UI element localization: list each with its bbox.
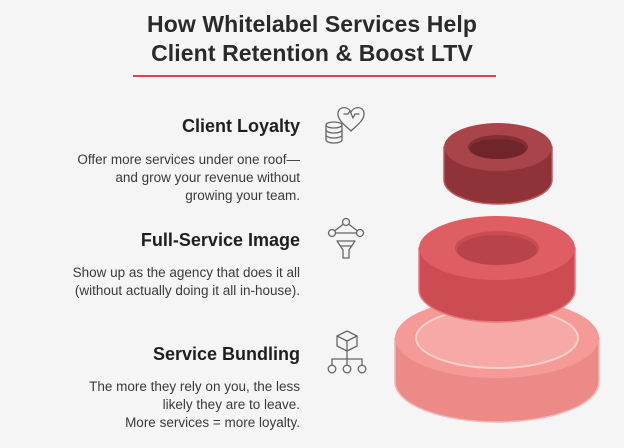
heading-service-bundling: Service Bundling [152, 344, 300, 364]
ring-middle [418, 216, 576, 323]
description-line: Show up as the agency that does it all [72, 265, 300, 280]
title-line-2: Client Retention & Boost LTV [151, 40, 473, 66]
description-line: likely they are to leave. [162, 397, 300, 412]
ring-bottom [394, 298, 600, 423]
network-funnel-icon [327, 217, 365, 259]
description-line: Offer more services under one roof— [77, 152, 300, 167]
description-full-service-image: Show up as the agency that does it all (… [73, 264, 300, 300]
heart-coins-icon [325, 106, 365, 144]
description-line: (without actually doing it all in-house)… [74, 283, 300, 298]
description-line: More services = more loyalty. [125, 415, 300, 430]
description-line: growing your team. [185, 188, 300, 203]
description-client-loyalty: Offer more services under one roof— and … [77, 151, 300, 205]
box-hierarchy-icon [327, 330, 367, 374]
ring-top [443, 123, 553, 205]
title-line-1: How Whitelabel Services Help [146, 11, 477, 37]
title-underline [133, 75, 496, 77]
description-service-bundling: The more they rely on you, the less like… [89, 378, 300, 432]
heading-full-service-image: Full-Service Image [140, 230, 300, 250]
heading-client-loyalty: Client Loyalty [181, 116, 300, 136]
description-line: The more they rely on you, the less [89, 379, 300, 394]
page-title: How Whitelabel Services Help Client Rete… [0, 10, 624, 68]
description-line: and grow your revenue without [115, 170, 300, 185]
